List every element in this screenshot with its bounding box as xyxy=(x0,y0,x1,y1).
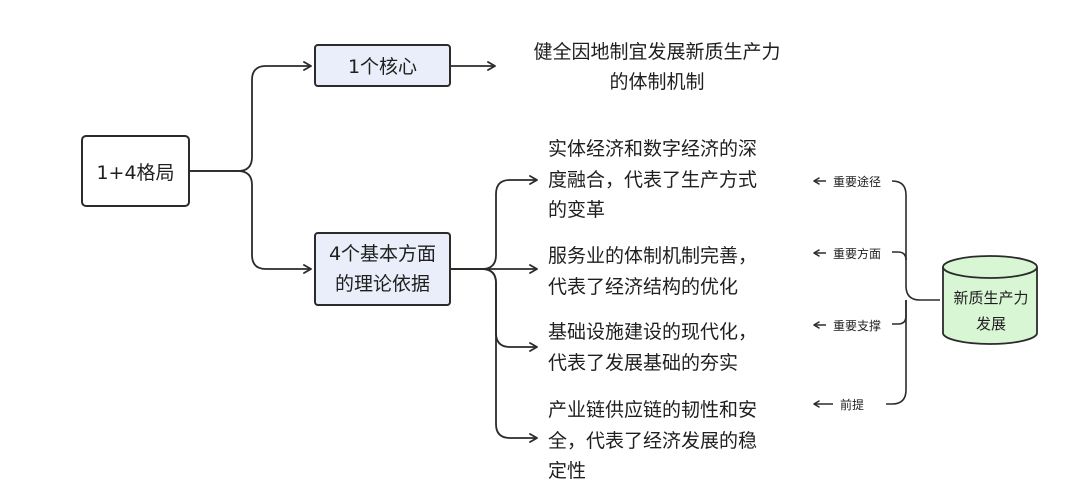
relation-label-1: 重要途径 xyxy=(833,175,882,189)
target-cylinder xyxy=(942,255,1038,345)
target-label-line: 发展 xyxy=(975,315,1006,333)
connector-target-relation-4 xyxy=(886,300,907,405)
aspect-line: 定性 xyxy=(548,460,587,482)
basis-node: 4个基本方面 的理论依据 xyxy=(314,232,451,306)
relation-label-4: 前提 xyxy=(840,398,865,412)
core-description-line: 健全因地制宜发展新质生产力 xyxy=(533,41,781,63)
basis-label-line: 4个基本方面 xyxy=(328,243,437,265)
aspect-line: 实体经济和数字经济的深 xyxy=(548,138,758,160)
aspect-line: 的变革 xyxy=(548,199,606,221)
connector-root-basis xyxy=(190,170,312,274)
core-description: 健全因地制宜发展新质生产力 的体制机制 xyxy=(505,36,809,98)
aspect-line: 服务业的体制机制完善， xyxy=(548,245,758,267)
aspect-line: 基础设施建设的现代化， xyxy=(548,321,758,343)
aspect-line: 代表了发展基础的夯实 xyxy=(548,351,739,374)
aspect-line: 全，代表了经济发展的稳 xyxy=(548,429,758,452)
connector-basis-aspect-4 xyxy=(451,268,538,443)
aspect-line: 代表了经济结构的优化 xyxy=(548,275,739,298)
connector-basis-aspect-1 xyxy=(451,175,538,270)
aspect-4: 产业链供应链的韧性和安 全，代表了经济发展的稳 定性 xyxy=(548,395,800,487)
target-label-line: 新质生产力 xyxy=(953,289,1029,307)
aspect-1: 实体经济和数字经济的深 度融合，代表了生产方式 的变革 xyxy=(548,134,800,226)
aspect-2: 服务业的体制机制完善， 代表了经济结构的优化 xyxy=(548,241,800,302)
core-description-line: 的体制机制 xyxy=(609,71,705,93)
core-label: 1个核心 xyxy=(347,56,418,78)
connector-target-relation-2 xyxy=(892,251,907,261)
connector-basis-aspect-3 xyxy=(451,268,538,352)
target-label: 新质生产力 发展 xyxy=(943,285,1039,337)
basis-label-line: 的理论依据 xyxy=(334,273,430,295)
connector-target-relation-3 xyxy=(892,300,907,325)
root-node: 1+4格局 xyxy=(81,135,190,207)
core-node: 1个核心 xyxy=(314,44,451,87)
relation-label-2: 重要方面 xyxy=(833,247,882,261)
connector-target-relations xyxy=(891,180,940,301)
aspect-3: 基础设施建设的现代化， 代表了发展基础的夯实 xyxy=(548,317,800,378)
connector-root-core xyxy=(190,61,312,172)
aspect-line: 产业链供应链的韧性和安 xyxy=(548,399,758,421)
root-label: 1+4格局 xyxy=(96,161,175,184)
aspect-line: 度融合，代表了生产方式 xyxy=(548,168,758,191)
relation-label-3: 重要支撑 xyxy=(833,319,882,333)
